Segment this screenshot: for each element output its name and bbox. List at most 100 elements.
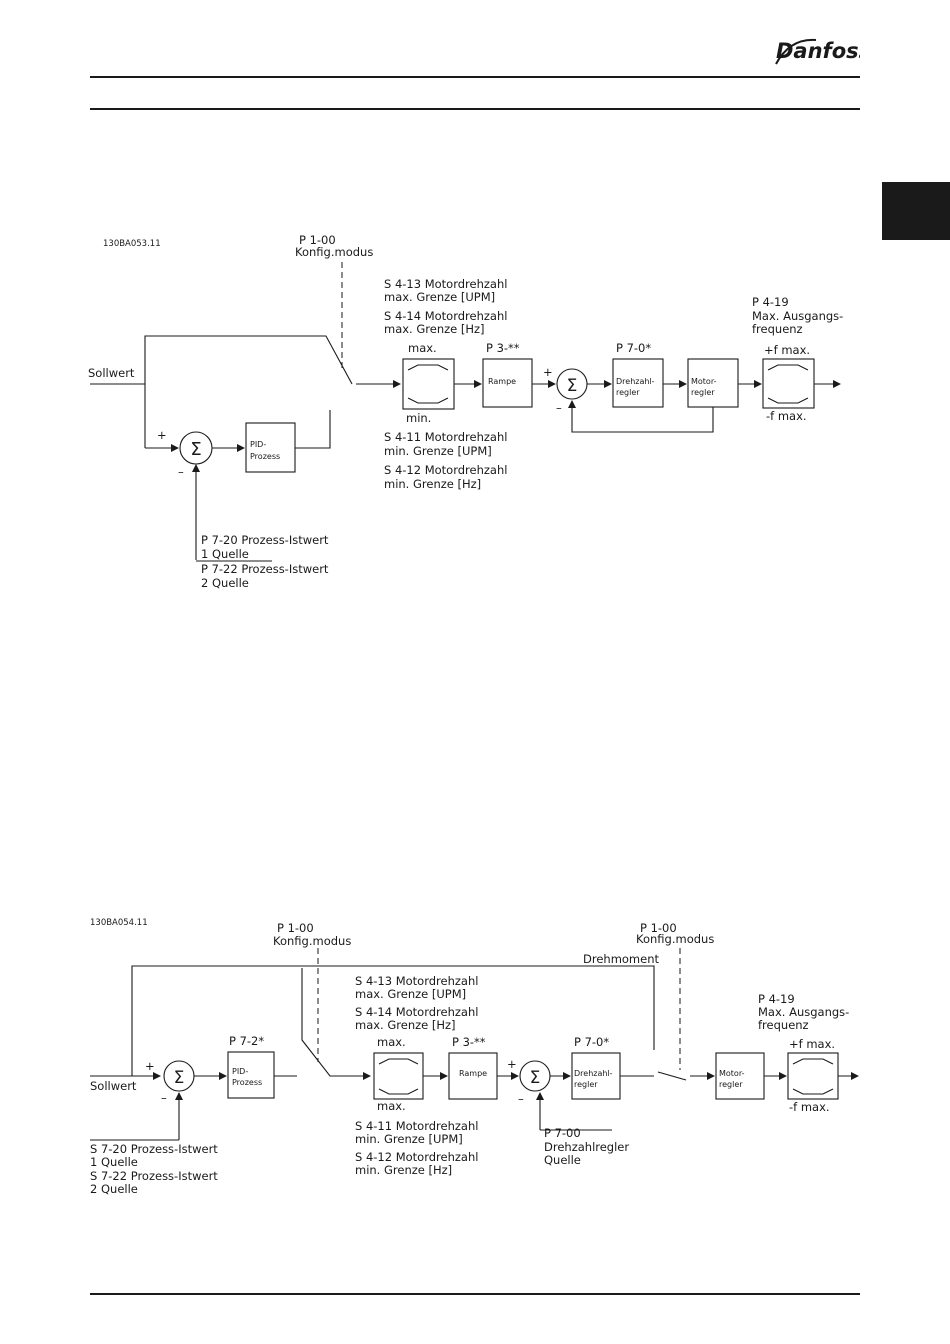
konfig-label-2: Konfig.modus [273,934,351,948]
max-label: max. [408,341,437,355]
maxaus-label: Max. Ausgangs- [752,309,843,323]
svg-text:PID-: PID- [232,1067,248,1076]
minus-sign-2: – [556,401,562,415]
s720-label: S 7-20 Prozess-Istwert [90,1142,218,1156]
rampe-block-2 [448,1052,498,1100]
p3-label-2: P 3-** [452,1035,486,1049]
pid-label-2: Prozess [250,452,280,461]
danfoss-logo: Danfoss [770,30,871,72]
konfig-label: Konfig.modus [295,245,373,259]
p722-label: P 7-22 Prozess-Istwert [201,562,329,576]
pid-block [245,422,296,473]
svg-text:–: – [518,1092,524,1106]
svg-text:regler: regler [719,1080,743,1089]
svg-text:Σ: Σ [174,1068,185,1088]
p72-label: P 7-2* [229,1034,264,1048]
svg-text:min. Grenze [UPM]: min. Grenze [UPM] [355,1132,463,1146]
p100-label: P 1-00 [299,233,336,247]
svg-text:Motor-: Motor- [719,1069,745,1078]
sollwert-label: Sollwert [88,366,135,380]
sigma-symbol: Σ [190,439,201,460]
min-label: min. [406,411,431,425]
freq-limit-block [762,358,815,409]
motor-label: Motor- [691,377,717,386]
drehzahlregler-block-2 [571,1052,621,1100]
p70-label-2: P 7-0* [574,1035,609,1049]
bypass-line [144,335,353,385]
svg-text:2 Quelle: 2 Quelle [90,1182,138,1196]
svg-text:frequenz: frequenz [758,1018,809,1032]
s414-label: S 4-14 Motordrehzahl [384,309,507,323]
p722-sub: 2 Quelle [201,576,249,590]
header-rule-bottom [90,108,860,110]
svg-text:Drehzahl-: Drehzahl- [574,1069,613,1078]
p720-label: P 7-20 Prozess-Istwert [201,533,329,547]
svg-text:S 4-11 Motordrehzahl: S 4-11 Motordrehzahl [355,1119,478,1133]
s414-sub: max. Grenze [Hz] [384,322,485,336]
drehzahlregler-block [612,358,664,408]
diagram-2: 130BA054.11 P 1-00 Konfig.modus P 1-00 K… [90,918,859,1196]
p700-sub-2: Quelle [544,1153,581,1167]
svg-text:S 4-13 Motordrehzahl: S 4-13 Motordrehzahl [355,974,478,988]
svg-text:-f max.: -f max. [789,1100,830,1114]
speed-limit-block-2 [373,1052,424,1100]
s411-sub: min. Grenze [UPM] [384,444,492,458]
svg-text:regler: regler [574,1080,598,1089]
svg-text:–: – [161,1091,167,1105]
svg-text:Max. Ausgangs-: Max. Ausgangs- [758,1005,849,1019]
speed-limit-block [402,358,455,410]
freq-limit-block-2 [787,1052,839,1100]
header-rule-top [90,76,860,78]
svg-text:Danfoss: Danfoss [776,39,860,63]
s412-sub: min. Grenze [Hz] [384,477,481,491]
frequenz-label: frequenz [752,322,803,336]
p700-sub: Drehzahlregler [544,1140,629,1154]
pid-block-2 [227,1051,275,1099]
svg-text:Σ: Σ [530,1068,541,1088]
plus-sign: + [157,428,167,442]
drehmoment-label: Drehmoment [583,952,659,966]
s411-label: S 4-11 Motordrehzahl [384,430,507,444]
svg-text:1 Quelle: 1 Quelle [90,1155,138,1169]
svg-text:max. Grenze [UPM]: max. Grenze [UPM] [355,987,466,1001]
svg-text:S 4-12 Motordrehzahl: S 4-12 Motordrehzahl [355,1150,478,1164]
pid-label: PID- [250,440,266,449]
p700-label: P 7-00 [544,1126,581,1140]
footer-rule [90,1293,860,1295]
konfig-label-3: Konfig.modus [636,932,714,946]
svg-text:+: + [145,1059,155,1073]
sollwert-label-2: Sollwert [90,1079,137,1093]
p419-label-2: P 4-19 [758,992,795,1006]
s722-label: S 7-22 Prozess-Istwert [90,1169,218,1183]
svg-text:S 4-14 Motordrehzahl: S 4-14 Motordrehzahl [355,1005,478,1019]
fmaxp-label-2: +f max. [789,1037,835,1051]
p419-label: P 4-19 [752,295,789,309]
p100-label-2: P 1-00 [277,921,314,935]
svg-text:max. Grenze [Hz]: max. Grenze [Hz] [355,1018,456,1032]
speed-feedback [568,400,714,433]
chapter-tab [882,182,950,240]
motorregler-block [687,358,739,408]
p3-label: P 3-** [486,341,520,355]
rampe-block [482,358,533,408]
drehzahl-label-2: regler [616,388,640,397]
p70-label: P 7-0* [616,341,651,355]
rampe-label: Rampe [488,377,516,386]
plus-sign-2: + [543,365,553,379]
torque-bypass [131,965,655,1076]
sigma-symbol-2: Σ [567,376,578,396]
figure-code-2: 130BA054.11 [90,918,148,928]
s412-label: S 4-12 Motordrehzahl [384,463,507,477]
s413-sub: max. Grenze [UPM] [384,290,495,304]
max-label-2: max. [377,1035,406,1049]
svg-text:+: + [507,1057,517,1071]
svg-text:max.: max. [377,1099,406,1113]
figure-code: 130BA053.11 [103,239,161,249]
fmaxm-label: -f max. [766,409,807,423]
drehzahl-label: Drehzahl- [616,377,655,386]
svg-text:min. Grenze [Hz]: min. Grenze [Hz] [355,1163,452,1177]
fmaxp-label: +f max. [764,343,810,357]
p720-sub: 1 Quelle [201,547,249,561]
diagram-1: 130BA053.11 P 1-00 Konfig.modus S 4-13 M… [88,233,843,590]
svg-text:Rampe: Rampe [459,1069,487,1078]
